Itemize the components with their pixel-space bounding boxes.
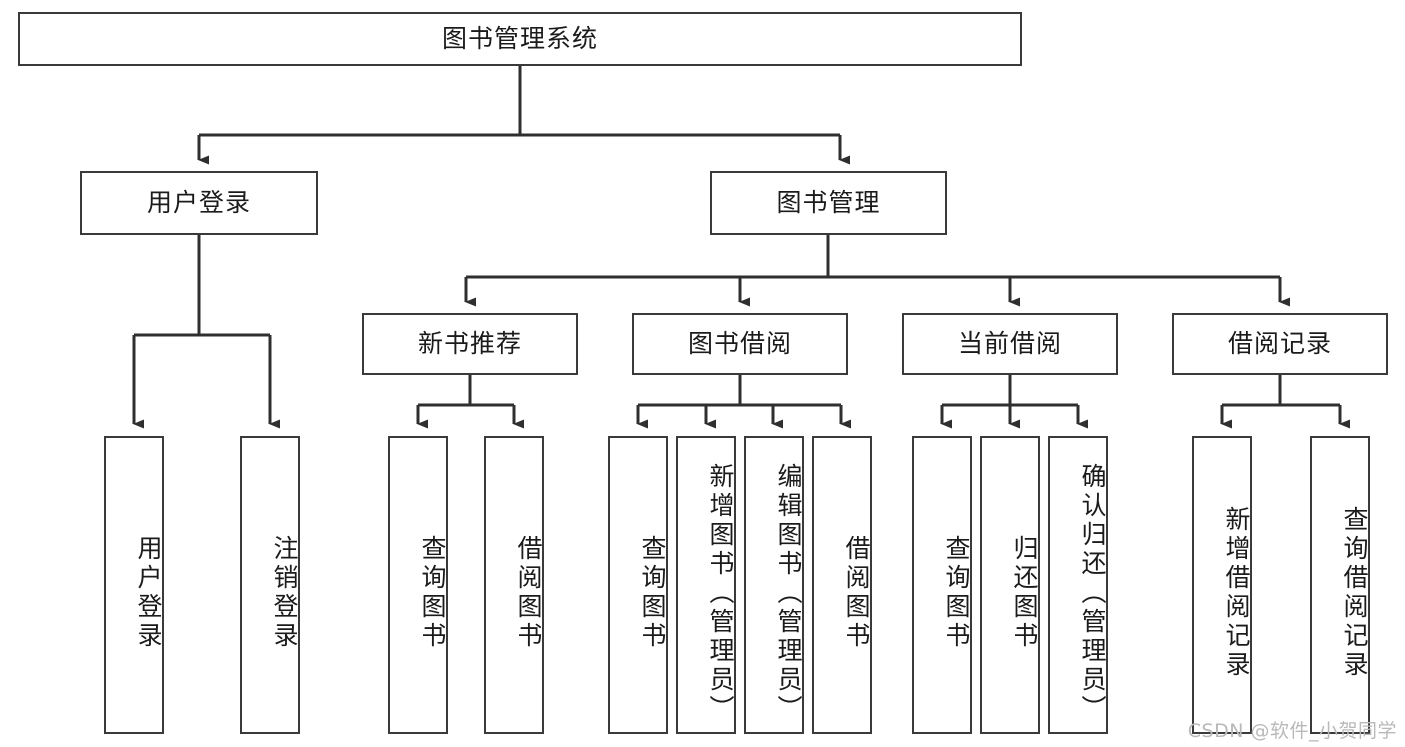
leaf-user-login-login[interactable]: 用户登录 <box>104 436 164 734</box>
leaf-borrow-record-query-record[interactable]: 查询借阅记录 <box>1310 436 1370 734</box>
node-label: 用户登录 <box>134 535 163 651</box>
node-label: 查询图书 <box>418 535 447 651</box>
leaf-book-borrow-edit-book-admin[interactable]: 编辑图书（管理员） <box>744 436 804 734</box>
node-user-login[interactable]: 用户登录 <box>80 171 318 235</box>
node-label: 当前借阅 <box>957 329 1062 358</box>
node-label: 借阅记录 <box>1227 329 1332 358</box>
node-new-book-recommend[interactable]: 新书推荐 <box>362 313 578 375</box>
node-book-borrow[interactable]: 图书借阅 <box>632 313 848 375</box>
node-label: 图书管理 <box>776 188 881 217</box>
leaf-book-borrow-add-book-admin[interactable]: 新增图书（管理员） <box>676 436 736 734</box>
leaf-current-borrow-return-book[interactable]: 归还图书 <box>980 436 1040 734</box>
node-label: 查询图书 <box>638 535 667 651</box>
node-label: 查询图书 <box>942 535 971 651</box>
node-label: 借阅图书 <box>842 535 871 651</box>
node-label: 借阅图书 <box>514 535 543 651</box>
leaf-book-borrow-borrow-book[interactable]: 借阅图书 <box>812 436 872 734</box>
node-label: 新增借阅记录 <box>1222 506 1251 680</box>
node-label: 用户登录 <box>146 188 251 217</box>
node-label: 新增图书（管理员） <box>706 462 735 724</box>
leaf-borrow-record-add-record[interactable]: 新增借阅记录 <box>1192 436 1252 734</box>
leaf-user-login-logout[interactable]: 注销登录 <box>240 436 300 734</box>
node-root-book-management-system[interactable]: 图书管理系统 <box>18 12 1022 66</box>
csdn-watermark: CSDN @软件_小贺同学 <box>1187 720 1397 742</box>
leaf-new-book-query-book[interactable]: 查询图书 <box>388 436 448 734</box>
node-label: 注销登录 <box>270 535 299 651</box>
node-label: 图书借阅 <box>687 329 792 358</box>
node-borrow-record[interactable]: 借阅记录 <box>1172 313 1388 375</box>
node-label: 查询借阅记录 <box>1340 506 1369 680</box>
node-label: 归还图书 <box>1010 535 1039 651</box>
node-book-management[interactable]: 图书管理 <box>710 171 947 235</box>
leaf-new-book-borrow-book[interactable]: 借阅图书 <box>484 436 544 734</box>
node-label: 编辑图书（管理员） <box>774 462 803 724</box>
node-current-borrow[interactable]: 当前借阅 <box>902 313 1118 375</box>
leaf-book-borrow-query-book[interactable]: 查询图书 <box>608 436 668 734</box>
leaf-current-borrow-query-book[interactable]: 查询图书 <box>912 436 972 734</box>
node-label: 确认归还（管理员） <box>1078 462 1107 724</box>
node-label: 新书推荐 <box>417 329 522 358</box>
leaf-current-borrow-confirm-return-admin[interactable]: 确认归还（管理员） <box>1048 436 1108 734</box>
node-label: 图书管理系统 <box>441 24 598 53</box>
